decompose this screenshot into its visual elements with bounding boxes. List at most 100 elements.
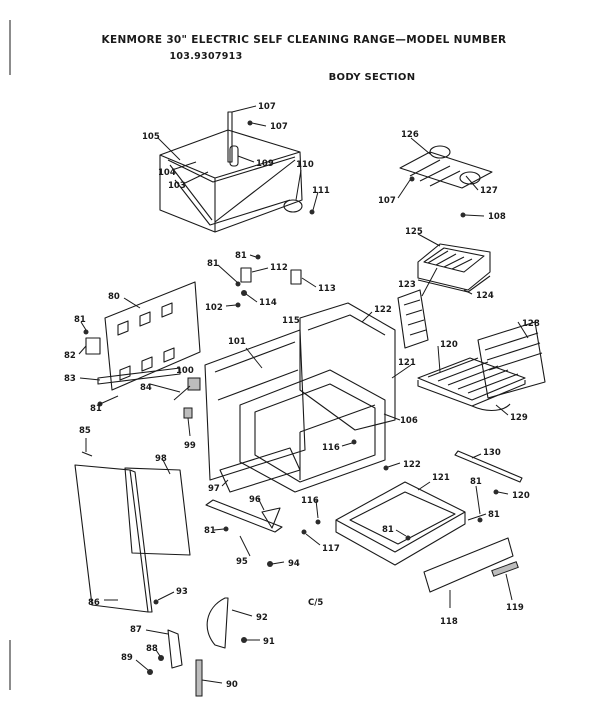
callout-107-right: 108 — [488, 212, 506, 222]
screw-91 — [241, 637, 247, 643]
callout-108: 109 — [256, 159, 274, 169]
switch-100 — [187, 377, 201, 391]
callout-81-left: 81 — [74, 315, 86, 325]
screw-116 — [315, 519, 321, 525]
callout-81-mid: 81 — [207, 259, 219, 269]
callout-123: 120 — [440, 340, 458, 350]
callout-127: 124 — [476, 291, 494, 301]
callout-112: 113 — [318, 284, 336, 294]
diagram-title: KENMORE 30" ELECTRIC SELF CLEANING RANGE… — [101, 34, 507, 46]
callout-126: 123 — [398, 280, 416, 290]
screw-117 — [301, 529, 307, 535]
side-panel-86 — [74, 464, 153, 613]
bracket-82 — [85, 337, 101, 355]
callout-124: 121 — [398, 358, 416, 368]
nut-113 — [241, 290, 247, 296]
callout-107-left: 107 — [378, 196, 396, 206]
screw-107 — [247, 120, 253, 126]
callout-131: 128 — [522, 319, 540, 329]
callout-121: 121 — [432, 473, 450, 483]
callout-120: 120 — [512, 491, 530, 501]
callout-125: 122 — [374, 305, 392, 315]
oven-rack-123 — [417, 357, 526, 407]
side-panel-101 — [204, 329, 306, 481]
callout-81-inner: 81 — [382, 525, 394, 535]
callout-80: 80 — [108, 292, 120, 302]
callout-116: 116 — [301, 496, 319, 506]
handle-119 — [491, 561, 519, 577]
callout-106: 107 — [258, 102, 276, 112]
screw-110 — [309, 209, 315, 215]
callout-94: 94 — [288, 559, 300, 569]
rack-clip-132 — [471, 403, 511, 412]
screw-102 — [235, 302, 241, 308]
callout-101: 101 — [228, 337, 246, 347]
screw-89 — [147, 669, 153, 675]
callout-92: 92 — [256, 613, 268, 623]
callout-122: 122 — [403, 460, 421, 470]
callout-117: 117 — [322, 544, 340, 554]
callout-labels: 107 107 105 104 103 109 110 111 126 127 … — [64, 102, 540, 690]
callout-81-drawer: 81 — [470, 477, 482, 487]
callout-87: 87 — [130, 625, 142, 635]
back-panel-80 — [104, 281, 201, 391]
foot-94 — [267, 561, 273, 567]
callout-85: 85 — [79, 426, 91, 436]
hinge-92 — [206, 597, 229, 649]
screw-81-c — [235, 281, 241, 287]
callout-81-rail: 81 — [204, 526, 216, 536]
callout-82: 82 — [64, 351, 76, 361]
callout-96: 96 — [249, 495, 261, 505]
callout-119: 119 — [506, 603, 524, 613]
callout-86: 86 — [88, 598, 100, 608]
drawer-slide-133 — [454, 450, 523, 483]
oven-cavity-105 — [239, 369, 386, 493]
callout-95: 95 — [236, 557, 248, 567]
screw-88 — [158, 655, 164, 661]
screw-81-top — [255, 254, 261, 260]
oven-liner-125 — [299, 302, 396, 431]
screw-81-d — [223, 526, 229, 532]
callout-130: 127 — [480, 186, 498, 196]
screw-81-e — [477, 517, 483, 523]
floor-pan-97 — [219, 447, 301, 493]
side-panel-98 — [124, 467, 191, 556]
callout-118: 118 — [440, 617, 458, 627]
spring-90 — [195, 659, 203, 697]
callout-105-top: 105 — [142, 132, 160, 142]
kick-rail-95 — [205, 499, 283, 533]
callout-104: 104 — [158, 168, 176, 178]
callout-81-panel: 81 — [90, 404, 102, 414]
hinge-arm-87 — [167, 629, 183, 669]
callout-84: 84 — [140, 383, 152, 393]
screw-122 — [383, 465, 389, 471]
leader-lines — [78, 105, 529, 684]
callout-90: 90 — [226, 680, 238, 690]
callout-133: 130 — [483, 448, 501, 458]
callout-114: 115 — [282, 316, 300, 326]
callout-115: 116 — [322, 443, 340, 453]
callout-113: 114 — [259, 298, 277, 308]
callout-110: 111 — [312, 186, 330, 196]
broiler-pan — [417, 243, 491, 293]
screw-81-a — [83, 329, 89, 335]
callout-111: 112 — [270, 263, 288, 273]
section-title: BODY SECTION — [328, 72, 416, 83]
model-number: 103.9307913 — [169, 51, 243, 62]
rail-83 — [97, 367, 181, 385]
callout-98: 98 — [155, 454, 167, 464]
callout-81-top: 81 — [235, 251, 247, 261]
callout-128: 125 — [405, 227, 423, 237]
page-mark: C/5 — [308, 598, 323, 608]
element-129 — [399, 145, 493, 189]
insulation-126 — [397, 289, 429, 349]
screw-81-f — [405, 535, 411, 541]
callout-89: 89 — [121, 653, 133, 663]
rack-guide-131 — [477, 321, 546, 399]
callout-105-mid: 106 — [400, 416, 418, 426]
callout-103: 103 — [168, 181, 186, 191]
callout-109: 110 — [296, 160, 314, 170]
callout-93: 93 — [176, 587, 188, 597]
plug-109 — [283, 199, 303, 213]
